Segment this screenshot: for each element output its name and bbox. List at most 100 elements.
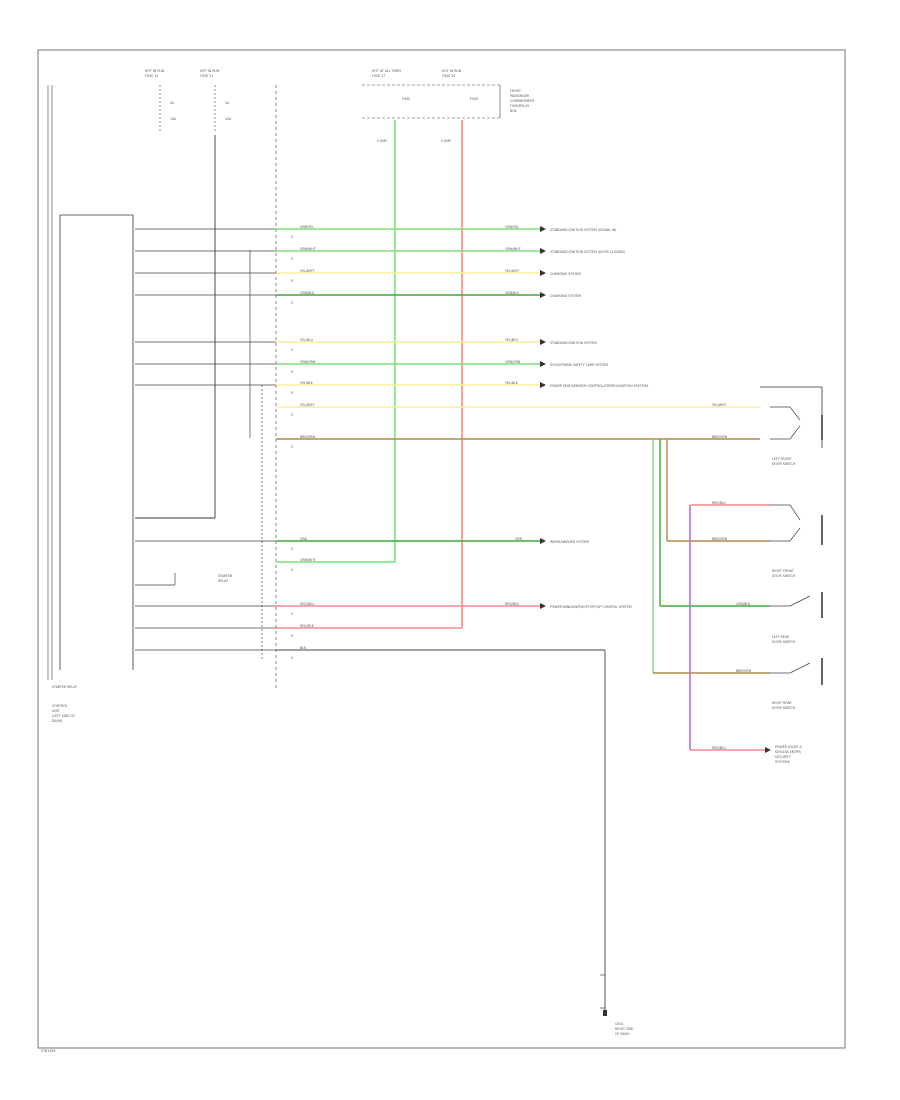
svg-text:HOT IN RUN: HOT IN RUN xyxy=(200,69,220,73)
svg-text:RIGHT REAR: RIGHT REAR xyxy=(772,701,792,705)
svg-text:GRN/YEL: GRN/YEL xyxy=(505,225,519,229)
svg-text:PASSENGER: PASSENGER xyxy=(510,94,530,98)
svg-text:CHARGING SYSTEM: CHARGING SYSTEM xyxy=(550,294,581,298)
svg-text:GRN/ORN: GRN/ORN xyxy=(300,360,316,364)
svg-text:FUSE: FUSE xyxy=(470,97,478,101)
svg-text:RED/BLU: RED/BLU xyxy=(505,602,520,606)
svg-text:5A: 5A xyxy=(225,101,230,105)
top-fuse-box: HOT AT ALL TIMES FUSE 17 HOT IN RUN FUSE… xyxy=(362,69,534,143)
svg-text:.5: .5 xyxy=(290,257,293,261)
svg-text:.5: .5 xyxy=(290,634,293,638)
svg-text:FUSE/RELAY: FUSE/RELAY xyxy=(510,104,529,108)
svg-text:YEL/WHT: YEL/WHT xyxy=(505,269,519,273)
svg-text:YEL/WHT: YEL/WHT xyxy=(300,269,314,273)
svg-text:.5: .5 xyxy=(290,235,293,239)
svg-text:GRN: GRN xyxy=(515,537,523,541)
svg-text:POWER WINDOW/ROOFTOP/TOP CONTR: POWER WINDOW/ROOFTOP/TOP CONTROL SYSTEM xyxy=(550,605,632,609)
svg-text:BRN/ORN: BRN/ORN xyxy=(300,435,316,439)
svg-text:YEL/BLK: YEL/BLK xyxy=(505,381,519,385)
svg-text:FUSE 31: FUSE 31 xyxy=(200,74,213,78)
svg-text:BLK: BLK xyxy=(300,646,307,650)
svg-text:YEL/BLU: YEL/BLU xyxy=(300,338,314,342)
svg-text:CHARGING SYSTEM: CHARGING SYSTEM xyxy=(550,272,581,276)
svg-text:RED/BLU: RED/BLU xyxy=(712,501,727,505)
svg-text:RED/BLU: RED/BLU xyxy=(300,602,315,606)
svg-text:.5: .5 xyxy=(290,391,293,395)
svg-text:STANDARD IGNITION SYSTEM (DOOR: STANDARD IGNITION SYSTEM (DOOR CLOSING) xyxy=(550,250,625,254)
wire-arrows xyxy=(540,226,546,609)
svg-text:.5: .5 xyxy=(290,656,293,660)
svg-text:DOOR SWITCH: DOOR SWITCH xyxy=(772,574,796,578)
svg-text:LEFT REAR: LEFT REAR xyxy=(772,635,790,639)
svg-text:.5: .5 xyxy=(290,568,293,572)
diagram-frame xyxy=(37,49,846,1049)
switch-right-front: RIGHT FRONT DOOR SWITCH xyxy=(770,504,823,578)
svg-text:.5: .5 xyxy=(290,301,293,305)
svg-text:HOT AT ALL TIMES: HOT AT ALL TIMES xyxy=(372,69,401,73)
left-fuse-b: HOT IN RUN FUSE 31 5A 10A xyxy=(200,69,232,132)
svg-text:STANDARD IGNITION SYSTEM (SIGN: STANDARD IGNITION SYSTEM (SIGNAL IN) xyxy=(550,228,616,232)
svg-text:RIGHT FRONT: RIGHT FRONT xyxy=(772,569,794,573)
control-module-line-4: DASH) xyxy=(52,719,62,723)
svg-text:DOOR SWITCH: DOOR SWITCH xyxy=(772,462,796,466)
svg-text:GRN/YEL: GRN/YEL xyxy=(300,225,314,229)
svg-text:BOX: BOX xyxy=(510,109,517,113)
svg-text:DOOR/TRUNK SAFETY LAMP SYSTEM: DOOR/TRUNK SAFETY LAMP SYSTEM xyxy=(550,363,608,367)
svg-text:LEFT FRONT: LEFT FRONT xyxy=(772,457,791,461)
svg-text:.5: .5 xyxy=(290,348,293,352)
svg-text:.5: .5 xyxy=(290,547,293,551)
svg-text:BRN/ORN: BRN/ORN xyxy=(712,435,728,439)
left-module: STARTER RELAY CONTROL UNIT (LEFT SIDE OF… xyxy=(47,85,134,723)
svg-text:GRN: GRN xyxy=(300,537,308,541)
svg-text:RED/BLU: RED/BLU xyxy=(712,746,727,750)
svg-text:OF DASH: OF DASH xyxy=(615,1032,630,1036)
svg-text:G401: G401 xyxy=(615,1022,624,1026)
svg-text:FUSE 14: FUSE 14 xyxy=(145,74,158,78)
svg-text:GRN/BLK: GRN/BLK xyxy=(736,602,751,606)
svg-text:BRN/ORN: BRN/ORN xyxy=(736,669,752,673)
door-switch-wiring: YEL/WHT BRN/ORN RED/BLU BRN/ORN GRN/BLK … xyxy=(652,386,823,753)
control-module-line-3: (LEFT SIDE OF xyxy=(52,714,75,718)
svg-text:FUSE: FUSE xyxy=(402,97,410,101)
svg-text:SYSTEMS: SYSTEMS xyxy=(775,760,790,764)
svg-text:YEL/BLK: YEL/BLK xyxy=(300,381,314,385)
svg-text:HOT IN RUN: HOT IN RUN xyxy=(145,69,165,73)
destination-labels: STANDARD IGNITION SYSTEM (SIGNAL IN) STA… xyxy=(550,228,648,609)
svg-text:FUSE 17: FUSE 17 xyxy=(372,74,385,78)
svg-text:KEYLESS ENTRY/: KEYLESS ENTRY/ xyxy=(775,750,802,754)
svg-text:.5: .5 xyxy=(290,370,293,374)
svg-text:10A: 10A xyxy=(225,117,232,121)
svg-text:.5: .5 xyxy=(290,612,293,616)
svg-text:WIPER/WASHER SYSTEM: WIPER/WASHER SYSTEM xyxy=(550,540,589,544)
svg-text:RIGHT SIDE: RIGHT SIDE xyxy=(615,1027,633,1031)
svg-text:GRN/WHT: GRN/WHT xyxy=(300,247,316,251)
svg-text:.5: .5 xyxy=(290,445,293,449)
svg-text:BRN/ORN: BRN/ORN xyxy=(712,537,728,541)
switch-right-rear: RIGHT REAR DOOR SWITCH xyxy=(770,658,823,710)
horizontal-wires xyxy=(135,228,760,1010)
starter-relay-switch: STARTER RELAY xyxy=(135,573,233,586)
svg-text:10A: 10A xyxy=(170,117,177,121)
svg-text:FRONT: FRONT xyxy=(510,89,521,93)
svg-text:.5: .5 xyxy=(290,279,293,283)
switch-left-rear: LEFT REAR DOOR SWITCH xyxy=(770,592,823,644)
svg-text:YEL/WHT: YEL/WHT xyxy=(712,403,726,407)
control-module-line-2: UNIT xyxy=(52,709,60,713)
svg-text:STARTER: STARTER xyxy=(218,574,233,578)
svg-text:YEL/WHT: YEL/WHT xyxy=(300,403,314,407)
control-module-name: STARTER RELAY xyxy=(52,685,77,689)
svg-text:5 AMP: 5 AMP xyxy=(441,139,451,143)
svg-text:GRN/WHT: GRN/WHT xyxy=(505,247,521,251)
svg-text:YEL/BLU: YEL/BLU xyxy=(505,338,519,342)
svg-text:DOOR SWITCH: DOOR SWITCH xyxy=(772,640,796,644)
svg-text:5 AMP: 5 AMP xyxy=(377,139,387,143)
svg-text:STANDARD IGNITION SYSTEM: STANDARD IGNITION SYSTEM xyxy=(550,341,597,345)
svg-text:RED/BLK: RED/BLK xyxy=(300,624,315,628)
bottom-ground: G401 RIGHT SIDE OF DASH xyxy=(600,974,633,1036)
svg-text:GRN/BLK: GRN/BLK xyxy=(505,291,520,295)
control-module-line-1: CONTROL xyxy=(52,704,68,708)
svg-text:HOT IN RUN: HOT IN RUN xyxy=(442,69,462,73)
svg-text:FUSE 24: FUSE 24 xyxy=(442,74,455,78)
wire-labels: GRN/YEL .5 GRN/WHT .5 YEL/WHT .5 GRN/BLK… xyxy=(290,225,523,660)
